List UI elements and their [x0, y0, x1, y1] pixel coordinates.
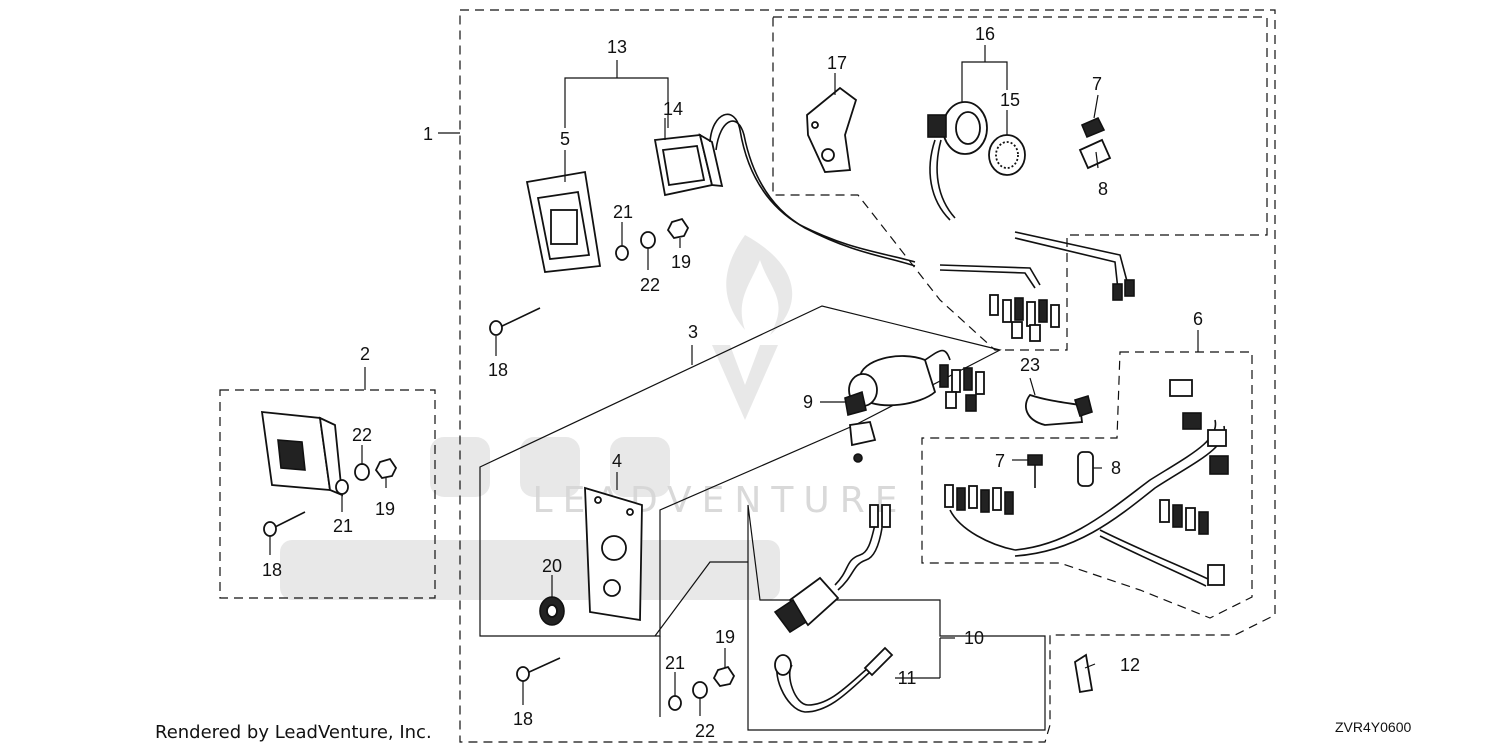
part-17-bracket: [806, 86, 858, 173]
callout-21-left: 21: [333, 516, 353, 536]
callout-22-bottom: 22: [695, 721, 715, 741]
callout-10: 10: [964, 628, 984, 648]
callout-18-top: 18: [488, 360, 508, 380]
callout-9: 9: [803, 392, 813, 412]
part-21-washer-left: [335, 479, 349, 495]
assembly-3-boundary: [479, 305, 1002, 637]
part-22-washer-top: [640, 231, 656, 249]
assembly-1-boundary: [459, 9, 1276, 743]
part-7-screw-mid: [1027, 454, 1043, 488]
callout-13: 13: [607, 37, 627, 57]
assembly-6-boundary: [921, 351, 1253, 619]
part-19-nut-bottom: [712, 665, 736, 687]
callout-5: 5: [560, 129, 570, 149]
part-22-washer-left: [354, 463, 370, 481]
callout-7-top: 7: [1092, 74, 1102, 94]
callout-labels: 1 2 3 4 5 6 7 7 8 8 9 10 11 12 13 14 15 …: [262, 24, 1203, 741]
callout-17: 17: [827, 53, 847, 73]
callout-4: 4: [612, 451, 622, 471]
part-23-clamp: [1025, 393, 1093, 426]
part-5-gasket-plate: [525, 170, 602, 273]
part-21-washer-top: [615, 245, 629, 261]
part-8-sleeve-top: [1078, 138, 1112, 170]
callout-14: 14: [663, 99, 683, 119]
part-18-screw-bottom: [516, 657, 561, 682]
callout-6: 6: [1193, 309, 1203, 329]
part-6-main-harness: [944, 379, 1229, 587]
connector-cluster-top: [989, 294, 1060, 342]
part-14-switch: [653, 113, 916, 267]
callout-18-bottom: 18: [513, 709, 533, 729]
leader-lines: [269, 73, 1199, 716]
part-22-washer-bottom: [692, 681, 708, 699]
callout-19-left: 19: [375, 499, 395, 519]
callout-22-top: 22: [640, 275, 660, 295]
diagram-code: ZVR4Y0600: [1335, 719, 1411, 735]
part-18-screw-left: [263, 511, 306, 537]
part-18-screw-top: [489, 307, 541, 336]
part-4-plate: [584, 486, 643, 622]
part-7-screw-top: [1080, 116, 1106, 139]
callout-23: 23: [1020, 355, 1040, 375]
wire-leads-top: [939, 231, 1135, 301]
part-19-nut-left: [374, 457, 398, 479]
footer-credit: Rendered by LeadVenture, Inc.: [155, 722, 432, 743]
callout-7-mid: 7: [995, 451, 1005, 471]
harness-group-boundary: [772, 16, 1268, 351]
callout-21-bottom: 21: [665, 653, 685, 673]
assembly-2-boundary: [219, 389, 436, 599]
callout-21-top: 21: [613, 202, 633, 222]
callout-8-top: 8: [1098, 179, 1108, 199]
watermark-flame-icon: [712, 235, 793, 420]
part-10-stop-switch: [773, 504, 891, 634]
callout-16: 16: [975, 24, 995, 44]
callout-11: 11: [898, 668, 917, 688]
callout-20: 20: [542, 556, 562, 576]
callout-12: 12: [1120, 655, 1140, 675]
part-16-housing: [927, 101, 988, 221]
part-19-nut-top: [666, 217, 690, 239]
part-9-key-switch: [844, 349, 985, 463]
part-21-washer-bottom: [668, 695, 682, 711]
callout-15: 15: [1000, 90, 1020, 110]
callout-2: 2: [360, 344, 370, 364]
callout-22-left: 22: [352, 425, 372, 445]
part-20-nut: [539, 596, 565, 626]
part-12-clip: [1074, 653, 1094, 694]
callout-19-bottom: 19: [715, 627, 735, 647]
part-15-cap: [988, 134, 1026, 176]
callout-8-mid: 8: [1111, 458, 1121, 478]
callout-1: 1: [423, 124, 433, 144]
part-2-switch-panel: [260, 410, 344, 497]
callout-3: 3: [688, 322, 698, 342]
callout-19-top: 19: [671, 252, 691, 272]
callout-18-left: 18: [262, 560, 282, 580]
part-11-lanyard: [774, 646, 894, 713]
part-8-sleeve-mid: [1077, 451, 1094, 487]
